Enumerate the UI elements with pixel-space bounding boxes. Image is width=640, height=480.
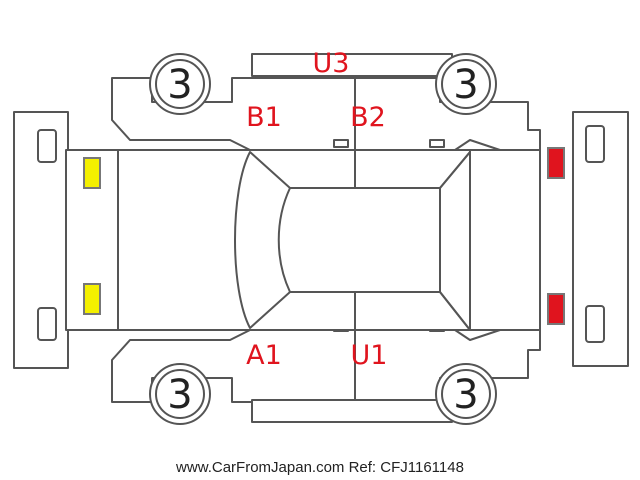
wheel-top-right: 3: [435, 53, 497, 115]
wheel-rating-bottom-left: 3: [167, 372, 192, 418]
wheel-bottom-left: 3: [149, 363, 211, 425]
body-top-view: [65, 149, 541, 331]
panel-code-rear-door-left: B1: [246, 102, 282, 133]
panel-code-rear-door-right: B2: [350, 102, 386, 133]
rear-right-taillight-marker: [547, 293, 565, 325]
footer-reference: www.CarFromJapan.com Ref: CFJ1161148: [175, 459, 464, 476]
panel-code-front-door-left: A1: [246, 340, 282, 371]
wheel-rating-top-right: 3: [453, 62, 478, 108]
wheel-top-left: 3: [149, 53, 211, 115]
wheel-bottom-right: 3: [435, 363, 497, 425]
wheel-rating-top-left: 3: [167, 62, 192, 108]
upper-side-panel: [111, 77, 541, 151]
wheel-rating-bottom-right: 3: [453, 372, 478, 418]
rear-bumper: [572, 111, 629, 367]
rear-left-taillight-marker: [547, 147, 565, 179]
roof-upper-strip: [251, 53, 453, 77]
front-bumper: [13, 111, 69, 369]
front-right-headlight-marker: [83, 283, 101, 315]
panel-code-roof-upper: U3: [313, 48, 350, 79]
panel-code-front-door-right: U1: [351, 340, 388, 371]
roof-lower-strip: [251, 399, 453, 423]
front-left-headlight-marker: [83, 157, 101, 189]
